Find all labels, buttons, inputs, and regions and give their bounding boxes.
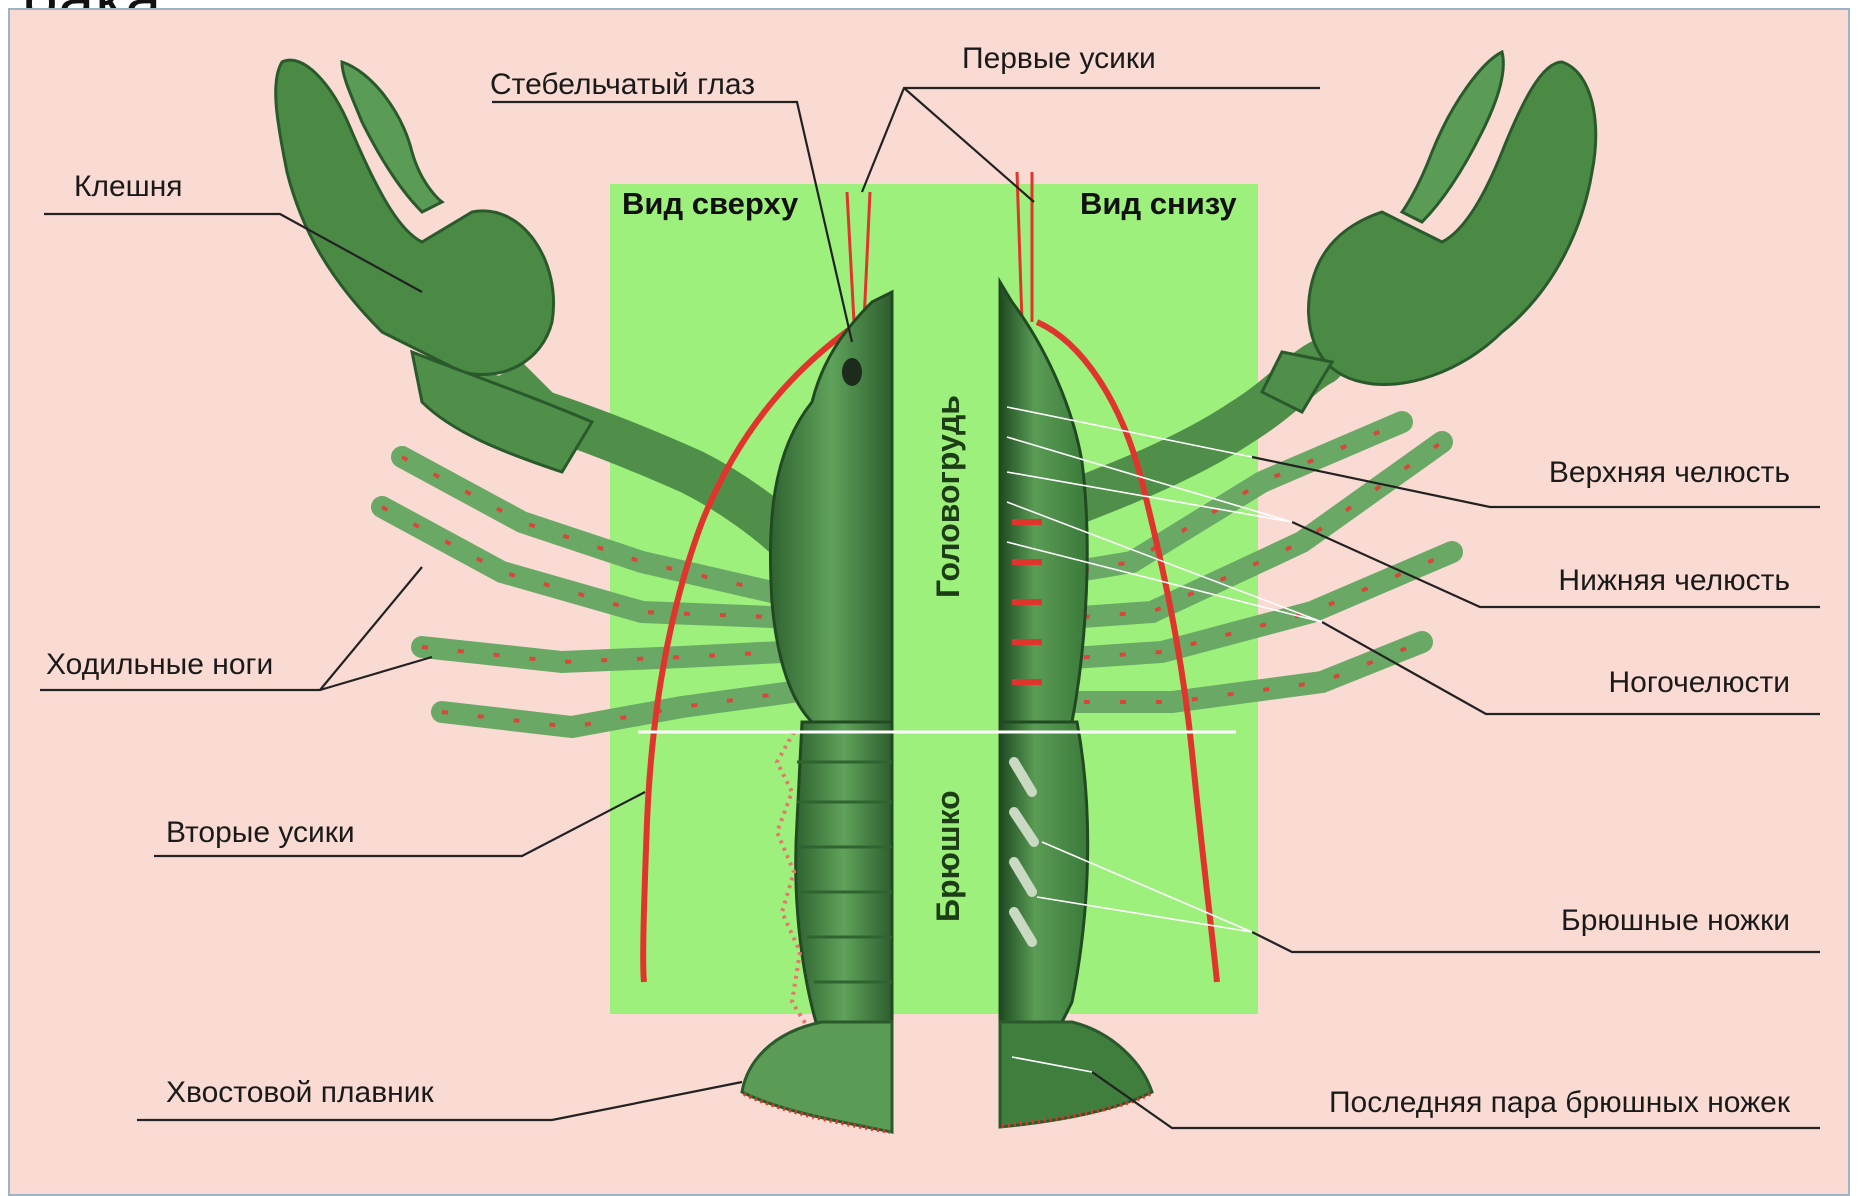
right-claw (1262, 52, 1596, 412)
label-stalked-eye: Стебельчатый глаз (490, 68, 755, 102)
label-first-antennae: Первые усики (962, 42, 1156, 76)
section-cephalothorax-label: Головогрудь (930, 395, 967, 598)
label-swimmerets: Брюшные ножки (1561, 904, 1790, 938)
left-claw (276, 60, 592, 472)
label-last-swimmerets: Последняя пара брюшных ножек (1329, 1086, 1790, 1120)
label-walking-legs: Ходильные ноги (46, 648, 273, 682)
label-second-antennae: Вторые усики (166, 816, 355, 850)
label-maxillipeds: Ногочелюсти (1609, 666, 1790, 700)
right-tail-fin (1000, 1022, 1152, 1127)
label-upper-jaw: Верхняя челюсть (1549, 456, 1790, 490)
crayfish-illustration (8, 8, 1850, 1196)
label-claw: Клешня (74, 170, 183, 204)
label-lower-jaw: Нижняя челюсть (1558, 564, 1790, 598)
diagram-frame: Клешня Стебельчатый глаз Первые усики Хо… (8, 8, 1850, 1196)
label-tail-fin: Хвостовой плавник (166, 1076, 434, 1110)
left-tail-fin (742, 1022, 892, 1132)
view-bottom-heading: Вид снизу (1080, 186, 1237, 222)
right-abdomen (1000, 722, 1088, 1042)
section-abdomen-label: Брюшко (930, 790, 967, 922)
view-top-heading: Вид сверху (622, 186, 798, 222)
